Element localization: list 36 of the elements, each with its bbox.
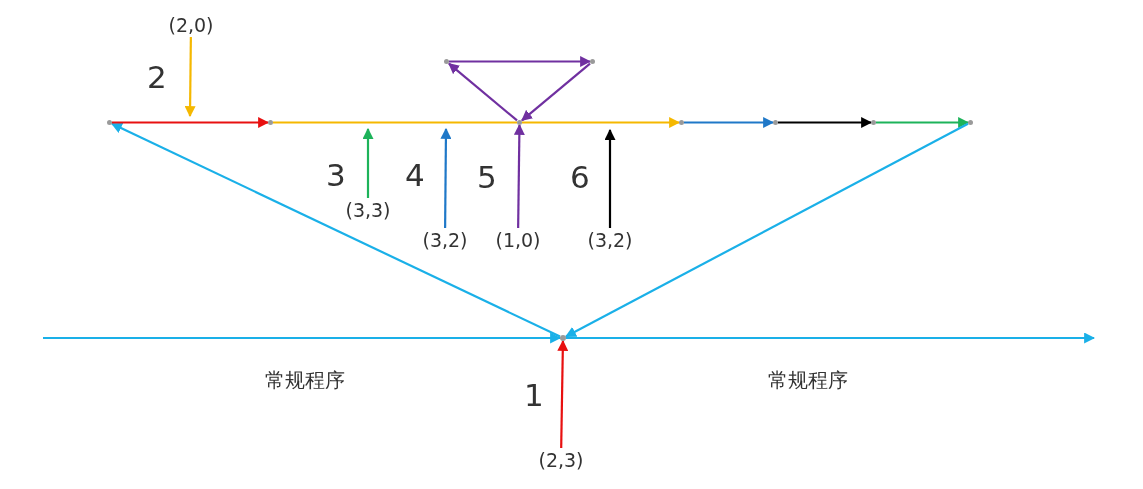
program-label: 常规程序 bbox=[265, 370, 345, 390]
junction-dot bbox=[590, 59, 595, 64]
junction-dot bbox=[560, 335, 566, 341]
junction-dot bbox=[517, 120, 522, 125]
step-number: 2 bbox=[147, 62, 167, 93]
arrow bbox=[566, 332, 1096, 344]
step-number: 4 bbox=[405, 160, 425, 191]
step-number: 6 bbox=[570, 162, 590, 193]
arrow bbox=[778, 117, 873, 128]
junction-dot bbox=[968, 120, 973, 125]
arrow bbox=[43, 332, 562, 344]
arrow bbox=[557, 339, 569, 448]
arrow bbox=[440, 127, 452, 228]
step-number: 3 bbox=[326, 160, 346, 191]
junction-dot bbox=[773, 120, 778, 125]
arrow bbox=[184, 37, 196, 118]
arrow bbox=[449, 56, 592, 67]
arrow bbox=[604, 128, 616, 228]
program-label: 常规程序 bbox=[768, 370, 848, 390]
arrow bbox=[362, 127, 374, 198]
junction-dot bbox=[444, 59, 449, 64]
junction-dot bbox=[268, 120, 273, 125]
arrow bbox=[876, 117, 970, 128]
arrow bbox=[112, 117, 270, 128]
step-number: 5 bbox=[477, 162, 497, 193]
arrow bbox=[565, 122, 969, 338]
arrow bbox=[448, 62, 518, 122]
arrow bbox=[684, 117, 775, 128]
arrow bbox=[513, 123, 525, 228]
step-number: 1 bbox=[524, 380, 544, 411]
arrow bbox=[521, 62, 591, 122]
junction-dot bbox=[107, 120, 112, 125]
arrow bbox=[522, 117, 681, 128]
arrow bbox=[111, 122, 561, 338]
junction-dot bbox=[871, 120, 876, 125]
junction-dot bbox=[679, 120, 684, 125]
